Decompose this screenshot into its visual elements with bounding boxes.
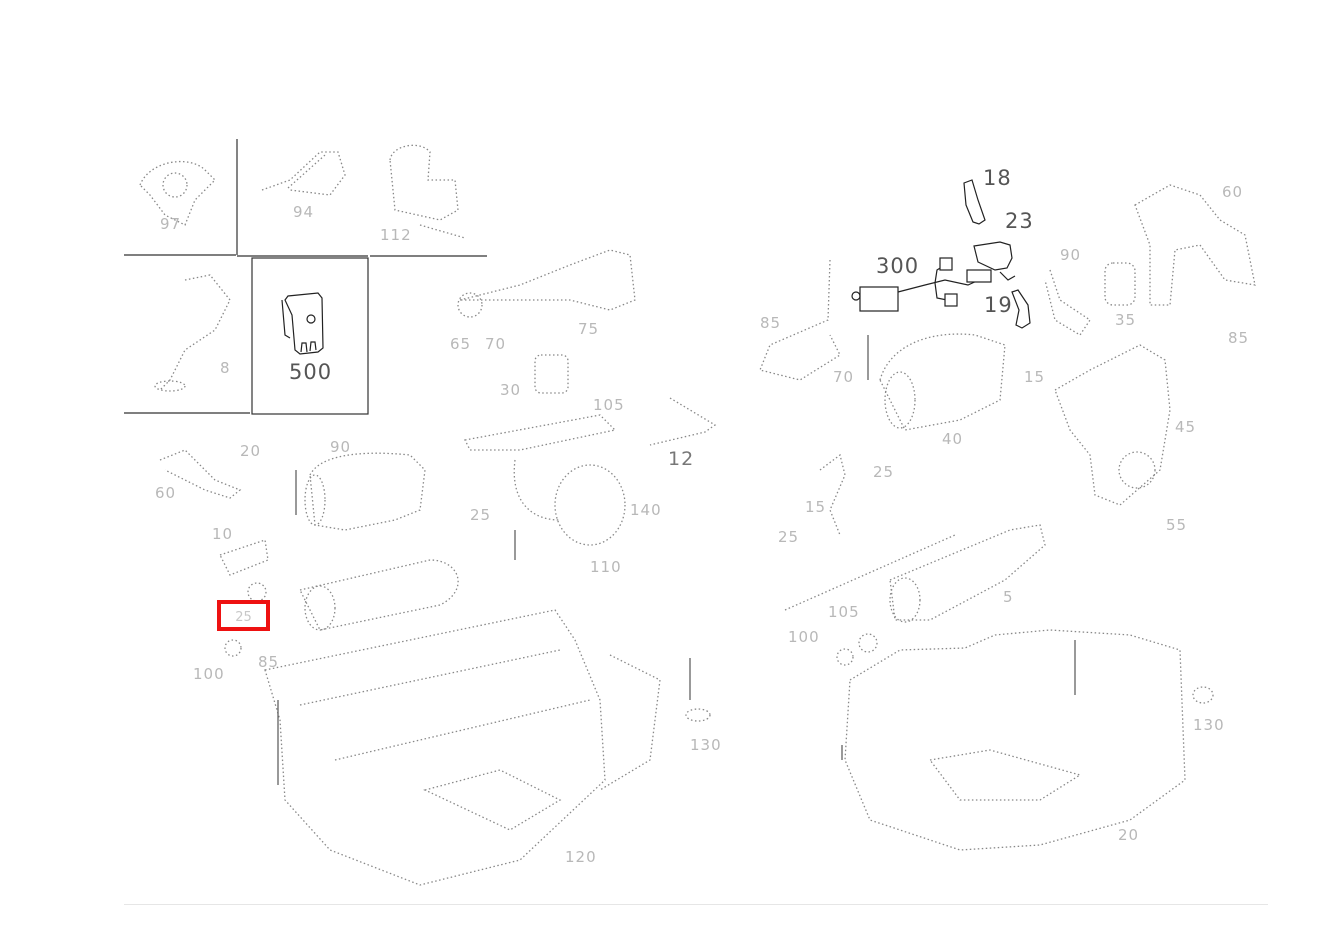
part-130-right-icon[interactable] (1192, 686, 1214, 704)
part-90-filter-icon[interactable] (304, 452, 426, 531)
label-15-lower: 15 (805, 498, 827, 516)
part-35-icon[interactable] (1104, 262, 1136, 306)
part-75-bracket-icon[interactable] (457, 249, 636, 318)
label-500: 500 (289, 360, 333, 384)
label-300: 300 (876, 254, 920, 278)
label-35: 35 (1115, 311, 1137, 329)
label-75: 75 (578, 320, 600, 338)
part-120-tank-icon[interactable] (264, 609, 661, 886)
part-15-hose-right-icon[interactable] (819, 453, 846, 536)
part-85-hose-right-icon[interactable] (759, 259, 841, 381)
label-90: 90 (330, 438, 352, 456)
label-60: 60 (155, 484, 177, 502)
label-40: 40 (942, 430, 964, 448)
label-25-lower: 25 (778, 528, 800, 546)
label-130: 130 (690, 736, 722, 754)
label-94: 94 (293, 203, 315, 221)
part-90-hose-right-icon[interactable] (1044, 269, 1091, 336)
label-130-right: 130 (1193, 716, 1225, 734)
part-105-pump-icon[interactable] (464, 414, 626, 546)
label-97: 97 (160, 215, 182, 233)
label-112: 112 (380, 226, 412, 244)
part-85-icon[interactable] (224, 582, 267, 657)
label-70-right: 70 (833, 368, 855, 386)
part-112-icon[interactable] (389, 144, 466, 239)
label-25-right: 25 (873, 463, 895, 481)
label-60-right: 60 (1222, 183, 1244, 201)
leader-lines (277, 335, 1076, 785)
label-140: 140 (630, 501, 662, 519)
label-18: 18 (983, 166, 1012, 190)
part-10-pipe-icon[interactable] (219, 539, 269, 576)
part-60-hose-icon[interactable] (159, 449, 242, 499)
part-23-valve-icon[interactable] (973, 241, 1016, 281)
part-94-icon[interactable] (261, 151, 346, 196)
label-23: 23 (1005, 209, 1034, 233)
solid-parts (281, 179, 1031, 355)
part-40-filter-right-icon[interactable] (879, 333, 1006, 431)
label-5: 5 (1003, 588, 1014, 606)
label-105: 105 (593, 396, 625, 414)
label-8: 8 (220, 359, 231, 377)
label-90-right: 90 (1060, 246, 1082, 264)
part-105-right-icon[interactable] (836, 633, 878, 666)
label-70: 70 (485, 335, 507, 353)
label-110: 110 (590, 558, 622, 576)
label-120: 120 (565, 848, 597, 866)
label-85-right: 85 (1228, 329, 1250, 347)
label-20: 20 (240, 442, 262, 460)
label-30: 30 (500, 381, 522, 399)
label-12: 12 (668, 448, 695, 470)
highlighted-part-box[interactable]: 25 (217, 600, 270, 631)
part-45-pump-right-icon[interactable] (1054, 344, 1171, 506)
footer-divider (124, 904, 1268, 905)
part-300-harness-icon[interactable] (851, 257, 992, 312)
label-45: 45 (1175, 418, 1197, 436)
label-55: 55 (1166, 516, 1188, 534)
inset-grid (124, 139, 487, 415)
label-100-right: 100 (788, 628, 820, 646)
label-10: 10 (212, 525, 234, 543)
part-500-clip-icon[interactable] (281, 292, 324, 355)
part-12-hose-icon[interactable] (649, 397, 717, 446)
label-20-right: 20 (1118, 826, 1140, 844)
part-8-icon[interactable] (154, 274, 231, 392)
part-18-hose-icon[interactable] (963, 179, 986, 225)
highlighted-part-label: 25 (235, 610, 252, 625)
part-60-bracket-right-icon[interactable] (1134, 184, 1256, 306)
label-85: 85 (258, 653, 280, 671)
part-20-tank-right-icon[interactable] (844, 629, 1186, 851)
label-19: 19 (984, 293, 1013, 317)
part-30-icon[interactable] (534, 354, 569, 394)
part-130-icon[interactable] (685, 708, 711, 722)
label-105-right: 105 (828, 603, 860, 621)
label-15-right: 15 (1024, 368, 1046, 386)
label-100: 100 (193, 665, 225, 683)
label-25: 25 (470, 506, 492, 524)
part-97-icon[interactable] (139, 160, 216, 226)
label-85-left-right: 85 (760, 314, 782, 332)
label-65: 65 (450, 335, 472, 353)
part-5-pump-right-icon[interactable] (784, 524, 1046, 623)
part-19-hose-icon[interactable] (1011, 289, 1031, 329)
part-main-pump-icon[interactable] (299, 559, 459, 631)
